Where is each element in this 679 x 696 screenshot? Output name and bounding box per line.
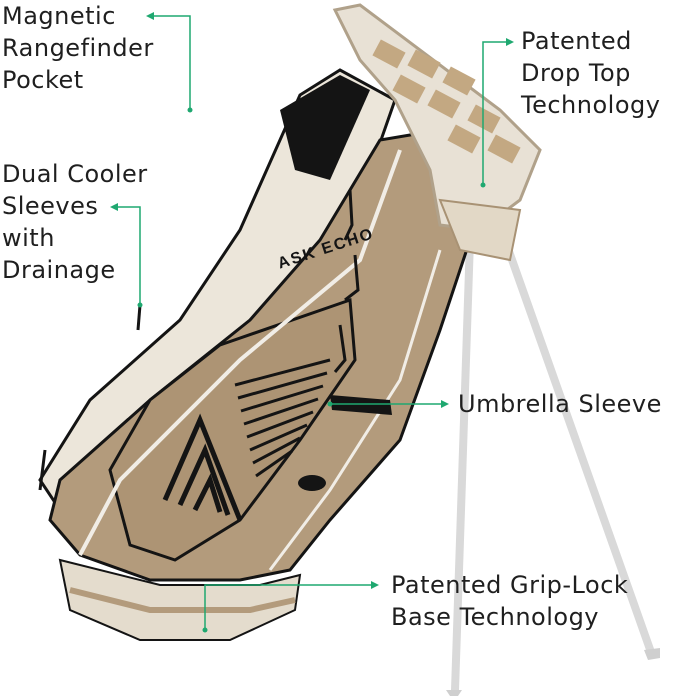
stand-leg-left [451, 236, 474, 694]
callout-rangefinder-pocket: Magnetic Rangefinder Pocket [2, 0, 154, 96]
zipper-pulls [38, 189, 360, 491]
front-pocket [108, 297, 357, 562]
stand-hinge [438, 198, 522, 262]
callout-line: Patented [521, 27, 632, 55]
callout-line: with [2, 224, 55, 252]
drop-top-dividers [372, 39, 521, 164]
callout-umbrella-sleeve: Umbrella Sleeve [458, 388, 662, 420]
callout-line: Dual Cooler [2, 160, 148, 188]
callout-line: Drop Top [521, 59, 631, 87]
callout-line: Sleeves [2, 192, 99, 220]
rangefinder-pocket [280, 75, 370, 180]
pocket-stripes [234, 358, 331, 478]
sleeve-cup [298, 475, 326, 491]
base-arrow-icon [371, 581, 379, 589]
rangefinder-dot-icon [187, 107, 193, 113]
base-connector [204, 584, 375, 630]
callout-line: Rangefinder [2, 34, 154, 62]
callout-line: Pocket [2, 66, 84, 94]
bag-logo-mark [162, 413, 243, 521]
callout-drop-top: Patented Drop Top Technology [521, 25, 660, 121]
bag-base [58, 558, 302, 641]
leg-foot-right [644, 648, 660, 660]
callout-line: Umbrella Sleeve [458, 390, 662, 418]
cooler-connector [114, 206, 141, 305]
rear-piping [268, 249, 442, 571]
side-piping [78, 149, 402, 556]
callout-line: Technology [521, 91, 661, 119]
callout-line: Magnetic [2, 2, 116, 30]
leg-foot-left [446, 690, 462, 696]
droptop-arrow-icon [506, 38, 514, 46]
callout-line: Patented Grip-Lock [391, 571, 629, 599]
umbrella-dot-icon [327, 401, 333, 407]
cooler-dot-icon [137, 302, 143, 308]
droptop-connector [482, 41, 510, 185]
callout-line: Drainage [2, 256, 116, 284]
callout-cooler-sleeves: Dual Cooler Sleeves with Drainage [2, 158, 148, 286]
umbrella-arrow-icon [441, 400, 449, 408]
callout-line: Base Technology [391, 603, 600, 631]
rangefinder-connector [150, 15, 191, 110]
callout-grip-lock-base: Patented Grip-Lock Base Technology [391, 569, 628, 633]
umbrella-sleeve [330, 395, 392, 415]
droptop-dot-icon [480, 182, 486, 188]
base-trim [69, 587, 296, 613]
rangefinder-arrow-icon [146, 12, 154, 20]
stand-leg-right [501, 236, 656, 659]
cooler-arrow-icon [110, 203, 118, 211]
base-dot-icon [202, 627, 208, 633]
